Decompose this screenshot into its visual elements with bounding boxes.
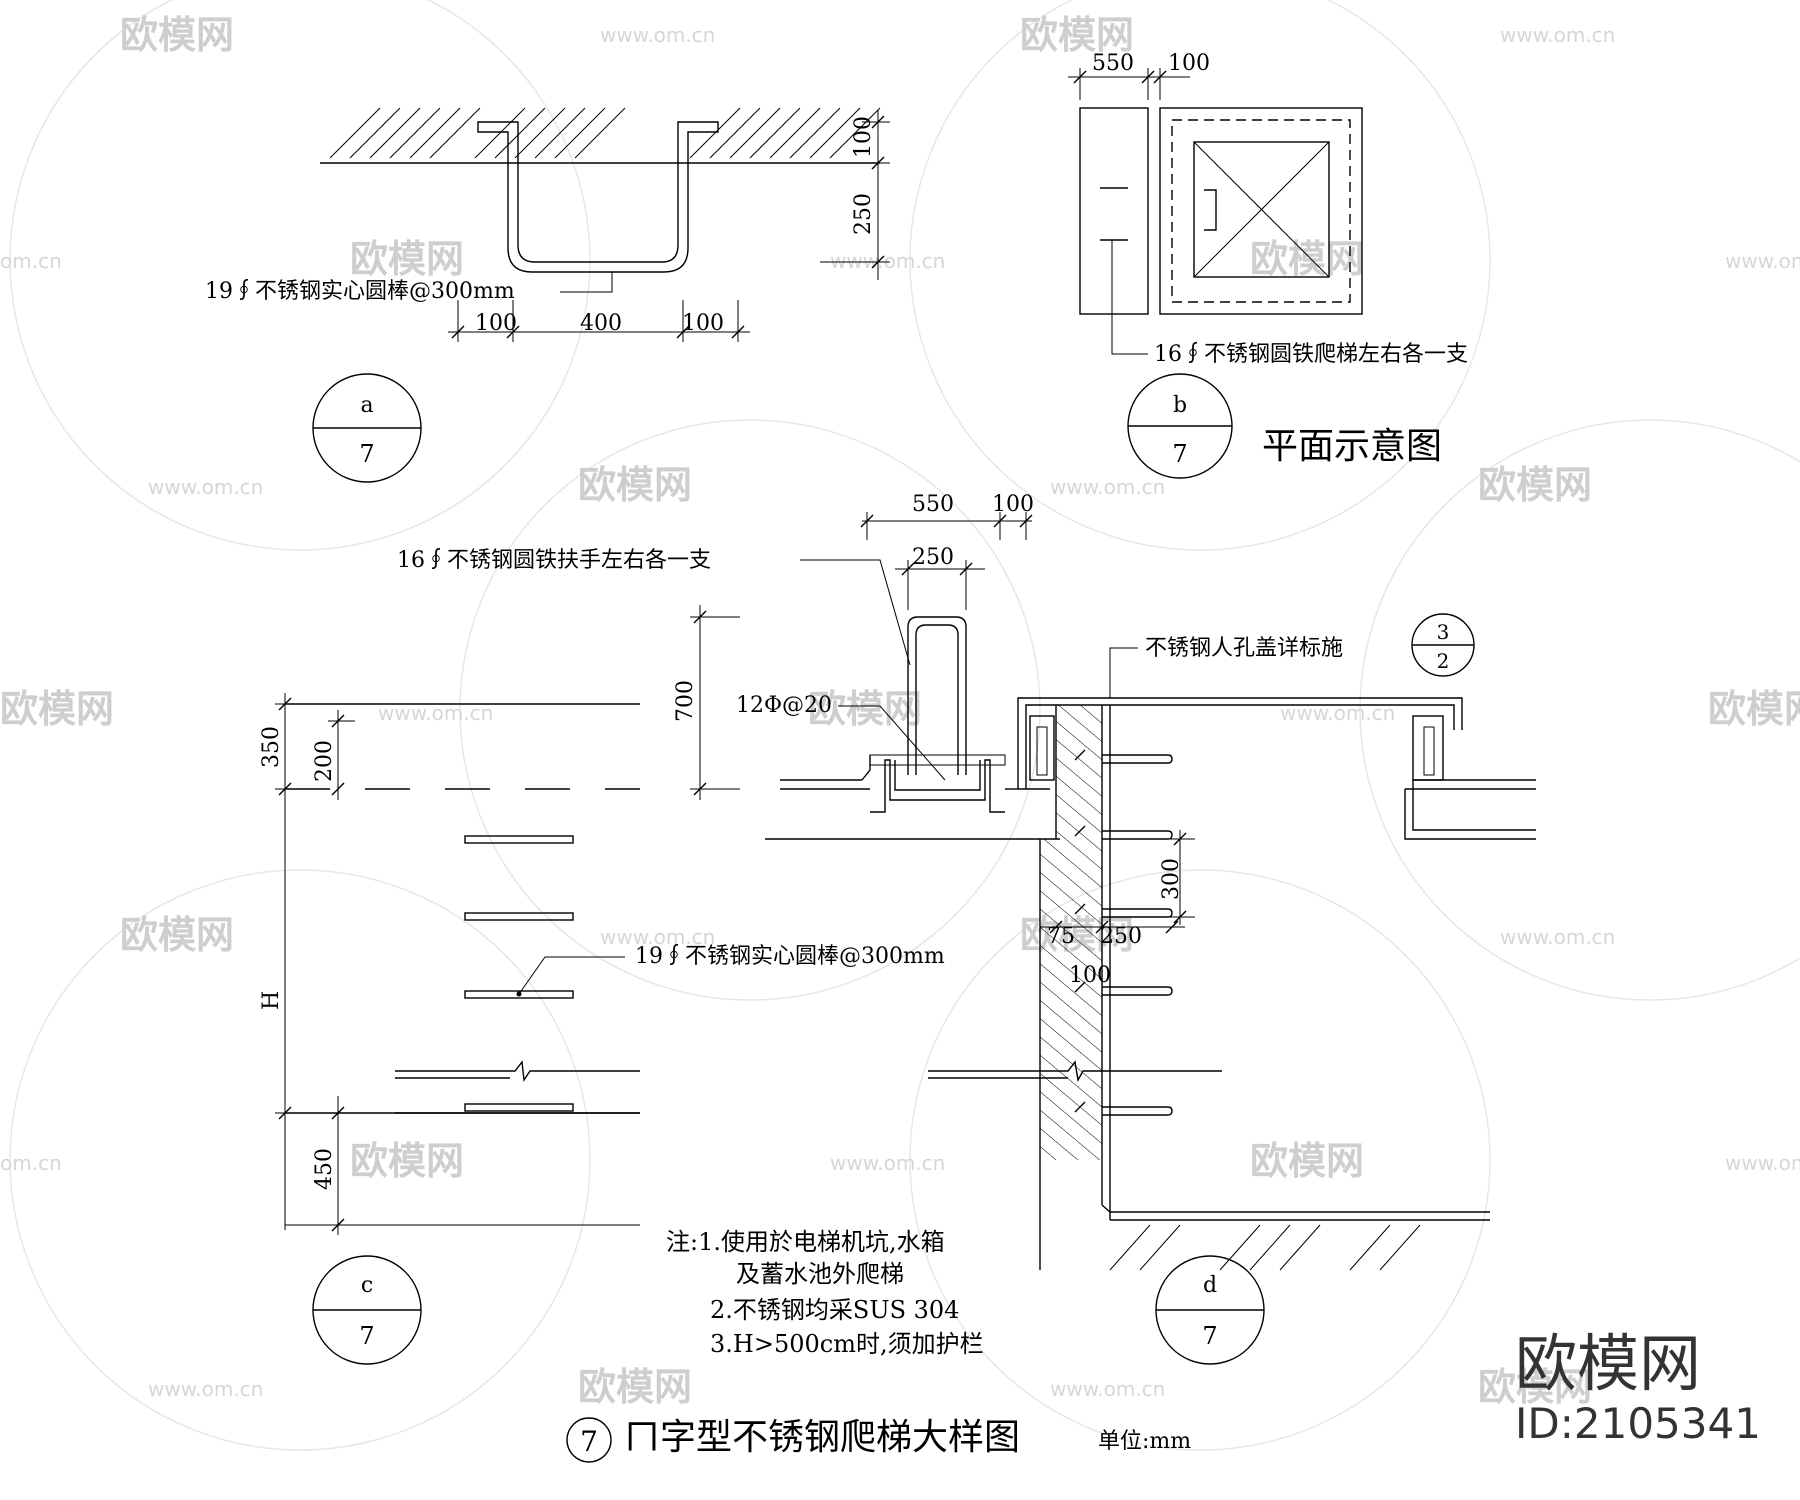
detail-b: 550 100 16∮不锈钢圆铁爬梯左右各一支 b 7 平面示意图: [1068, 51, 1468, 479]
detail-d-floor-hatch: [1109, 1224, 1421, 1271]
drawing-title: ㄇ字型不锈钢爬梯大样图: [624, 1417, 1020, 1458]
watermark-brand: 欧模网: [1478, 463, 1592, 507]
watermark-url: www.om.cn: [1725, 249, 1800, 273]
detail-b-ladder-label: 16∮不锈钢圆铁爬梯左右各一支: [1154, 342, 1468, 367]
watermark-url: www.om.cn: [148, 1377, 263, 1401]
handrail-dim-100: 100: [992, 492, 1034, 517]
detail-b-title: 平面示意图: [1262, 426, 1442, 467]
watermark-brand-texts: 欧模网 欧模网 欧模网 欧模网 欧模网 欧模网 欧模网 欧模网 欧模网 欧模网 …: [0, 13, 1800, 1409]
watermark-brand: 欧模网: [578, 1365, 692, 1409]
detail-a-dim-v-bottom: 250: [851, 193, 876, 235]
watermark-brand: 欧模网: [350, 237, 464, 281]
title-number: 7: [580, 1425, 598, 1458]
watermark-url: om.cn: [0, 1151, 62, 1175]
cover-ref-bottom: 2: [1437, 649, 1450, 673]
watermark-url: www.om.cn: [600, 925, 715, 949]
handrail-dim-700: 700: [673, 680, 698, 722]
notes: 注:1.使用於电梯机坑,水箱 及蓄水池外爬梯 2.不锈钢均采SUS 304 3.…: [666, 1228, 984, 1358]
handrail-detail: 550 100 250 700 16∮不锈钢圆铁扶手左右各一支 12Φ@20: [397, 492, 1060, 840]
watermark-url: www.om.cn: [1725, 1151, 1800, 1175]
watermark-brand: 欧模网: [350, 1139, 464, 1183]
detail-c-dim-200: 200: [312, 740, 337, 782]
unit-label: 单位:mm: [1098, 1429, 1191, 1454]
detail-b-dim-100: 100: [1168, 51, 1210, 76]
detail-c-dim-450: 450: [312, 1148, 337, 1190]
watermark-url: www.om.cn: [830, 249, 945, 273]
detail-a-dim-v-top: 100: [851, 116, 876, 158]
detail-b-dim-550: 550: [1092, 51, 1134, 76]
rebar-label: 12Φ@20: [736, 693, 832, 718]
watermark-url: www.om.cn: [1050, 475, 1165, 499]
watermark-url: www.om.cn: [378, 701, 493, 725]
detail-b-bubble: b 7: [1127, 373, 1233, 479]
handrail-dim-250: 250: [912, 545, 954, 570]
watermark-url: om.cn: [0, 249, 62, 273]
detail-a: 19∮不锈钢实心圆棒@300mm 100 400 100 100 250 a 7: [205, 107, 890, 483]
brand-stamp: 欧模网 ID:2105341: [1515, 1327, 1761, 1448]
cover-ref-bubble: 3 2: [1411, 613, 1475, 677]
watermark-brand: 欧模网: [120, 13, 234, 57]
detail-d-dim-300: 300: [1159, 858, 1184, 900]
watermark-brand: 欧模网: [1020, 13, 1134, 57]
note-line-2: 及蓄水池外爬梯: [736, 1260, 904, 1288]
detail-a-bubble: a 7: [312, 373, 422, 483]
detail-a-rod-label: 19∮不锈钢实心圆棒@300mm: [205, 279, 515, 304]
watermark-url: www.om.cn: [1500, 23, 1615, 47]
watermark-url: www.om.cn: [1500, 925, 1615, 949]
watermark-url: www.om.cn: [148, 475, 263, 499]
cover-ref-top: 3: [1437, 620, 1450, 644]
watermark-brand: 欧模网: [1250, 237, 1364, 281]
detail-b-bubble-bottom: 7: [1172, 440, 1187, 468]
watermark-brand: 欧模网: [1478, 1365, 1592, 1409]
detail-a-hatch: [329, 107, 881, 159]
detail-d-dim-100: 100: [1069, 963, 1111, 988]
detail-d-bubble-top: d: [1203, 1273, 1217, 1298]
watermark-brand: 欧模网: [1250, 1139, 1364, 1183]
detail-d-bubble: d 7: [1155, 1255, 1265, 1365]
watermark-url-texts: www.om.cn www.om.cn om.cn www.om.cn www.…: [0, 23, 1800, 1401]
detail-d: 300 75 250 100 不锈钢人孔盖详标施 3 2 d 7: [928, 613, 1536, 1365]
watermark-brand: 欧模网: [1708, 687, 1800, 731]
watermark-brand: 欧模网: [120, 913, 234, 957]
detail-c-bubble-bottom: 7: [359, 1322, 374, 1350]
watermark-url: www.om.cn: [1050, 1377, 1165, 1401]
detail-c: 19∮不锈钢实心圆棒@300mm 350 H 200 450 c 7: [259, 693, 945, 1365]
note-line-3: 2.不锈钢均采SUS 304: [710, 1296, 959, 1324]
detail-a-dim-left: 100: [475, 311, 517, 336]
watermark-brand: 欧模网: [808, 687, 922, 731]
watermark-url: www.om.cn: [830, 1151, 945, 1175]
detail-a-bubble-top: a: [360, 393, 373, 418]
note-line-4: 3.H>500cm时,须加护栏: [710, 1330, 984, 1358]
detail-d-bubble-bottom: 7: [1202, 1322, 1217, 1350]
detail-c-bubble: c 7: [312, 1255, 422, 1365]
note-line-1: 注:1.使用於电梯机坑,水箱: [666, 1228, 945, 1256]
detail-c-bubble-top: c: [361, 1273, 373, 1298]
detail-c-dim-H: H: [259, 991, 284, 1010]
detail-d-dim-75: 75: [1047, 924, 1075, 949]
handrail-label: 16∮不锈钢圆铁扶手左右各一支: [397, 548, 711, 573]
asset-id: ID:2105341: [1515, 1399, 1761, 1448]
watermark-brand: 欧模网: [578, 463, 692, 507]
detail-a-bubble-bottom: 7: [359, 440, 374, 468]
watermark-url: www.om.cn: [600, 23, 715, 47]
watermark-brand: 欧模网: [0, 687, 114, 731]
cover-label: 不锈钢人孔盖详标施: [1145, 636, 1343, 661]
title-block: 7 ㄇ字型不锈钢爬梯大样图 单位:mm: [566, 1417, 1191, 1463]
detail-a-dim-mid: 400: [580, 311, 622, 336]
detail-c-dim-350: 350: [259, 726, 284, 768]
detail-b-bubble-top: b: [1173, 393, 1187, 418]
watermark-arcs: [9, 0, 1800, 1451]
detail-d-dim-250: 250: [1100, 924, 1142, 949]
detail-c-rod-label: 19∮不锈钢实心圆棒@300mm: [635, 944, 945, 969]
handrail-dim-550: 550: [912, 492, 954, 517]
brand-logo-text: 欧模网: [1515, 1327, 1701, 1400]
detail-a-dim-right: 100: [682, 311, 724, 336]
